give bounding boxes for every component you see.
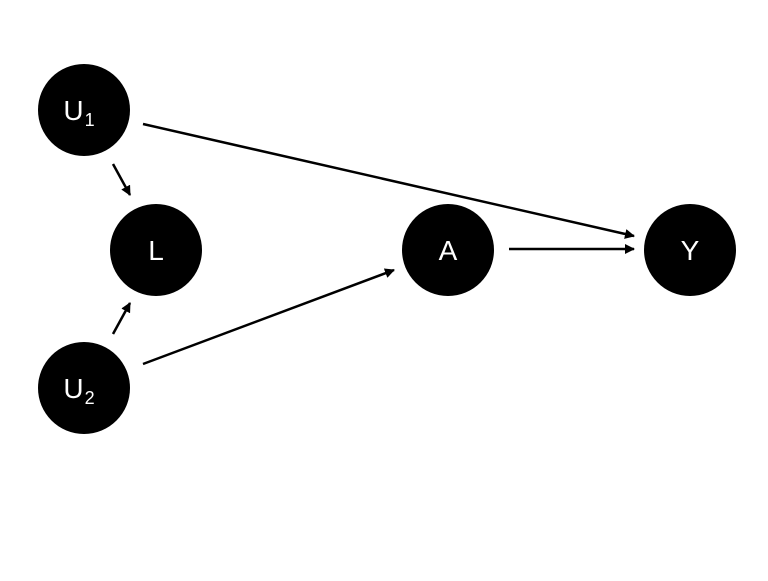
node-u1-label: U1 (63, 95, 94, 130)
node-u1-circle (38, 64, 130, 156)
node-y: Y (644, 204, 736, 296)
edge-u1-to-l (111, 163, 132, 196)
node-a: A (402, 204, 494, 296)
node-l: L (110, 204, 202, 296)
node-u2-circle (38, 342, 130, 434)
node-u2: U2 (38, 342, 130, 434)
node-l-label: L (148, 235, 164, 266)
node-a-label: A (439, 235, 458, 266)
edge-u2-to-l (111, 302, 132, 335)
node-u1-subscript: 1 (85, 110, 95, 130)
edge-u1-to-y (142, 122, 635, 239)
node-u2-label: U2 (63, 373, 94, 408)
node-u2-subscript: 2 (85, 388, 95, 408)
node-y-circle (644, 204, 736, 296)
node-y-label: Y (681, 235, 700, 266)
node-u1: U1 (38, 64, 130, 156)
node-a-circle (402, 204, 494, 296)
edge-u2-to-a (142, 268, 395, 366)
node-l-circle (110, 204, 202, 296)
